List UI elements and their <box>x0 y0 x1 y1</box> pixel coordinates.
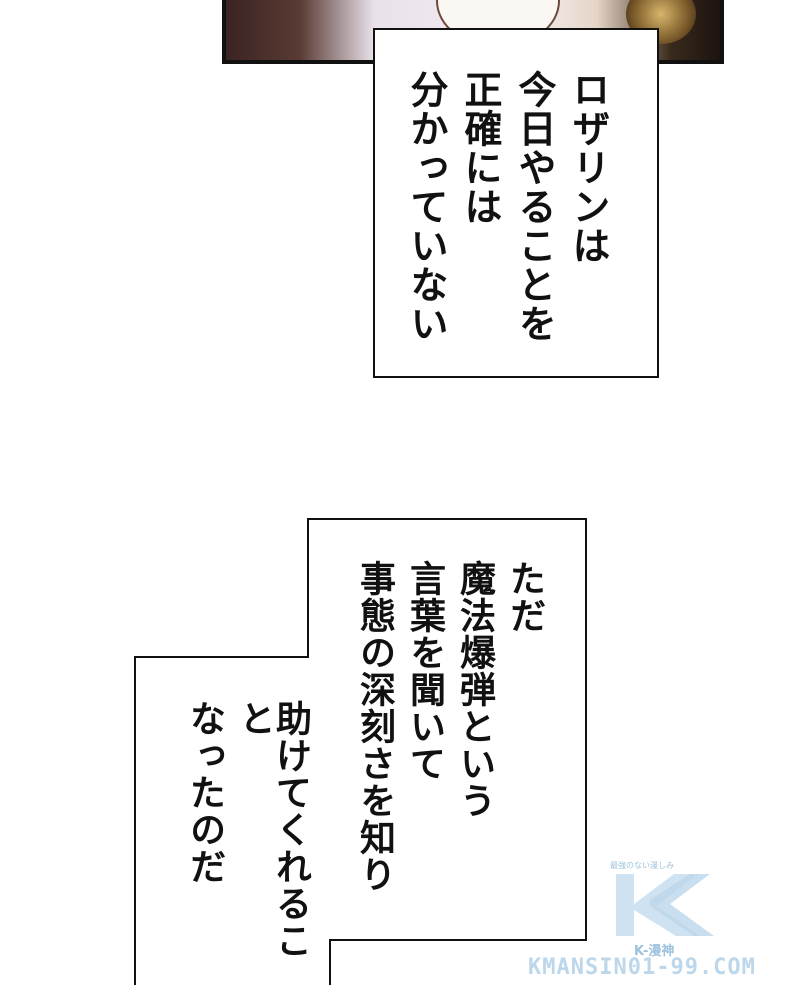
watermark-sub: K-漫神 <box>634 944 675 959</box>
caption-1-line-4: 分かっていない <box>404 70 448 343</box>
caption-1-line-1: ロザリンは <box>566 70 610 265</box>
caption-2-line-1: ただ <box>504 560 545 634</box>
caption-2-line-3: 言葉を聞いて <box>404 560 445 782</box>
caption-2-line-6: なったのだ <box>184 700 225 885</box>
watermark-tagline: 最強のない漫しみ <box>610 861 674 870</box>
caption-2-line-4: 事態の深刻さを知り <box>354 560 395 893</box>
caption-2-line-5: 助けてくれること <box>234 700 311 959</box>
caption-box-1: ロザリンは 今日やることを 正確には 分かっていない <box>373 28 659 378</box>
caption-1-line-3: 正確には <box>458 70 502 226</box>
watermark-url: KMANSIN01-99.COM <box>528 955 756 980</box>
caption-2-line-2: 魔法爆弾という <box>454 560 495 819</box>
caption-1-line-2: 今日やることを <box>512 70 556 343</box>
watermark-logo-icon <box>616 874 714 936</box>
